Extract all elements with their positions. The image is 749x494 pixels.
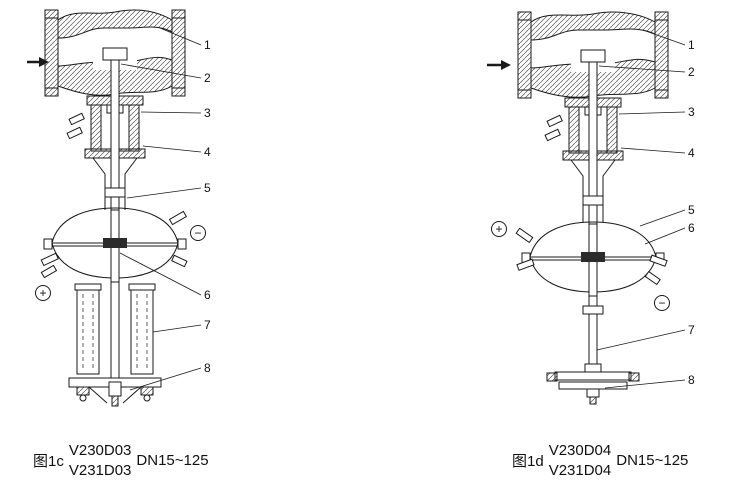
callout-number: 4 xyxy=(204,145,211,159)
polarity-minus-badge xyxy=(654,295,670,311)
figure-caption-1c: 图1c V230D03 V231D03 DN15~125 xyxy=(33,441,209,480)
diaphragm-actuator xyxy=(40,207,188,283)
valve-assembly-drawing-1d: + − 1 2 3 4 5 6 7 8 xyxy=(487,11,695,405)
figure-caption-1d: 图1d V230D04 V231D04 DN15~125 xyxy=(512,441,688,480)
polarity-plus-badge xyxy=(491,221,507,237)
model-number-top: V230D03 xyxy=(68,442,132,459)
spring-cylinders xyxy=(74,281,156,383)
valve-body xyxy=(44,9,186,97)
polarity-plus-label: + xyxy=(495,222,502,236)
flow-arrow-icon xyxy=(27,57,49,67)
flow-arrow-icon xyxy=(487,60,511,70)
callout-leaders xyxy=(596,29,686,389)
callout-number: 3 xyxy=(204,106,211,120)
callout-number: 1 xyxy=(204,38,211,52)
polarity-minus-badge xyxy=(190,225,206,241)
size-range: DN15~125 xyxy=(616,452,689,469)
model-number-top: V230D04 xyxy=(548,442,612,459)
valve-body xyxy=(517,11,669,99)
polarity-minus-label: − xyxy=(658,296,665,310)
polarity-minus-label: − xyxy=(194,226,201,240)
model-number-bottom: V231D04 xyxy=(548,461,612,479)
figure-1c: − + 1 2 3 4 5 6 7 8 xyxy=(25,6,225,418)
model-numbers: V230D04 V231D04 xyxy=(549,441,612,480)
callout-number: 8 xyxy=(204,361,211,375)
stem-coupling xyxy=(546,363,640,405)
callout-number: 6 xyxy=(204,288,211,302)
callout-number: 2 xyxy=(204,71,211,85)
callout-number: 4 xyxy=(688,146,695,160)
callout-number: 5 xyxy=(688,203,695,217)
callout-number: 1 xyxy=(688,38,695,52)
callout-number: 6 xyxy=(688,221,695,235)
callout-leaders xyxy=(119,27,202,391)
polarity-plus-label: + xyxy=(39,286,46,300)
callout-number: 3 xyxy=(688,105,695,119)
model-numbers: V230D03 V231D03 xyxy=(69,441,132,480)
valve-assembly-drawing-1c: − + 1 2 3 4 5 6 7 8 xyxy=(27,9,211,407)
callout-number: 5 xyxy=(204,181,211,195)
diaphragm-actuator xyxy=(515,221,668,297)
size-range: DN15~125 xyxy=(136,452,209,469)
bonnet xyxy=(66,95,146,159)
figure-1d: + − 1 2 3 4 5 6 7 8 xyxy=(485,8,700,408)
callout-number: 7 xyxy=(204,318,211,332)
lower-stem xyxy=(582,295,604,373)
polarity-plus-badge xyxy=(35,285,51,301)
bonnet xyxy=(544,97,624,161)
callout-number: 7 xyxy=(688,323,695,337)
model-number-bottom: V231D03 xyxy=(68,461,132,479)
stem-coupling xyxy=(68,377,162,407)
figure-label: 图1c xyxy=(33,453,64,470)
callout-number: 8 xyxy=(688,373,695,387)
callout-number: 2 xyxy=(688,65,695,79)
figure-label: 图1d xyxy=(512,453,544,470)
